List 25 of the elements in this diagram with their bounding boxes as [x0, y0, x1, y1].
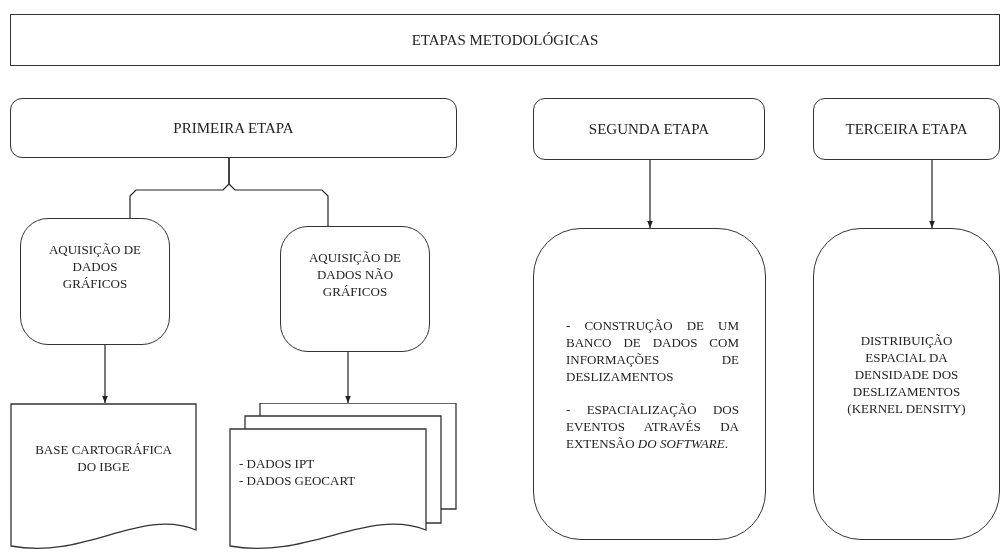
stage-box — [533, 98, 765, 160]
box-text: - ESPACIALIZAÇÃO DOS EVENTOS ATRAVÉS DA EXTENSÃO DO SOFTWARE. — [566, 400, 739, 452]
box-text: ETAPAS METODOLÓGICAS — [411, 31, 599, 49]
stage-box — [813, 98, 1000, 160]
process-box — [533, 228, 766, 540]
box-text: BASE CARTOGRÁFICA DO IBGE — [34, 441, 173, 475]
arrow — [345, 351, 351, 404]
process-box — [280, 226, 430, 352]
stage-box — [10, 98, 457, 158]
box-text: SEGUNDA ETAPA — [588, 120, 710, 138]
box-text: AQUISIÇÃO DE DADOS NÃO GRÁFICOS — [307, 248, 403, 300]
title-box — [10, 14, 1000, 66]
box-text: DISTRIBUIÇÃO ESPACIAL DA DENSIDADE DOS DESLIZAMENTOS (KERNEL DENSITY) — [846, 331, 967, 417]
arrow — [929, 159, 935, 229]
box-text: - CONSTRUÇÃO DE UM BANCO DE DADOS COM INFORMAÇÕES DE DESLIZAMENTOS — [566, 316, 739, 385]
process-box — [813, 228, 1000, 540]
arrow — [647, 159, 653, 229]
process-box — [20, 218, 170, 345]
box-text: TERCEIRA ETAPA — [845, 120, 968, 138]
bracket-connector — [228, 157, 329, 227]
box-text: - DADOS IPT — [239, 455, 315, 472]
box-text: PRIMEIRA ETAPA — [173, 119, 294, 137]
arrow — [102, 344, 108, 404]
box-text: - DADOS GEOCART — [239, 472, 356, 489]
box-text: AQUISIÇÃO DE DADOS GRÁFICOS — [47, 241, 143, 292]
